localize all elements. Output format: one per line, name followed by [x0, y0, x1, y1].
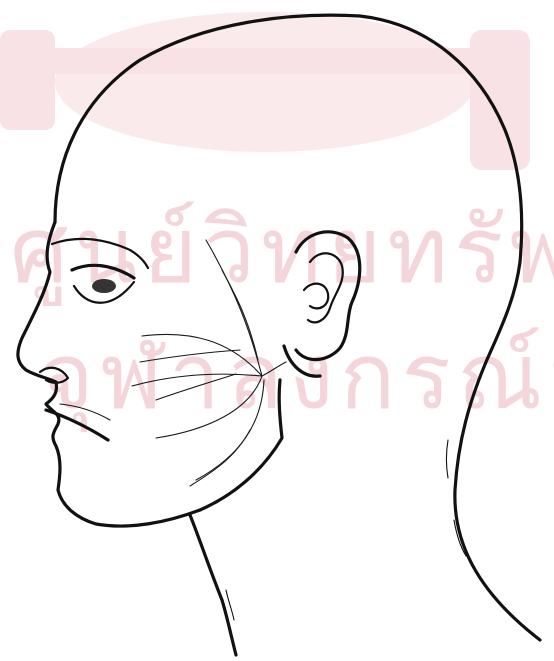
eye-pupil: [92, 279, 116, 293]
watermark-line-2: จุฬาลงกรณ์มหาวิทยาลัย: [40, 323, 554, 433]
university-seal-watermark: [0, 12, 530, 170]
watermark-line-1: ศูนย์วิทยทรัพยากร: [10, 197, 554, 306]
cervical-branch-2: [190, 430, 250, 486]
